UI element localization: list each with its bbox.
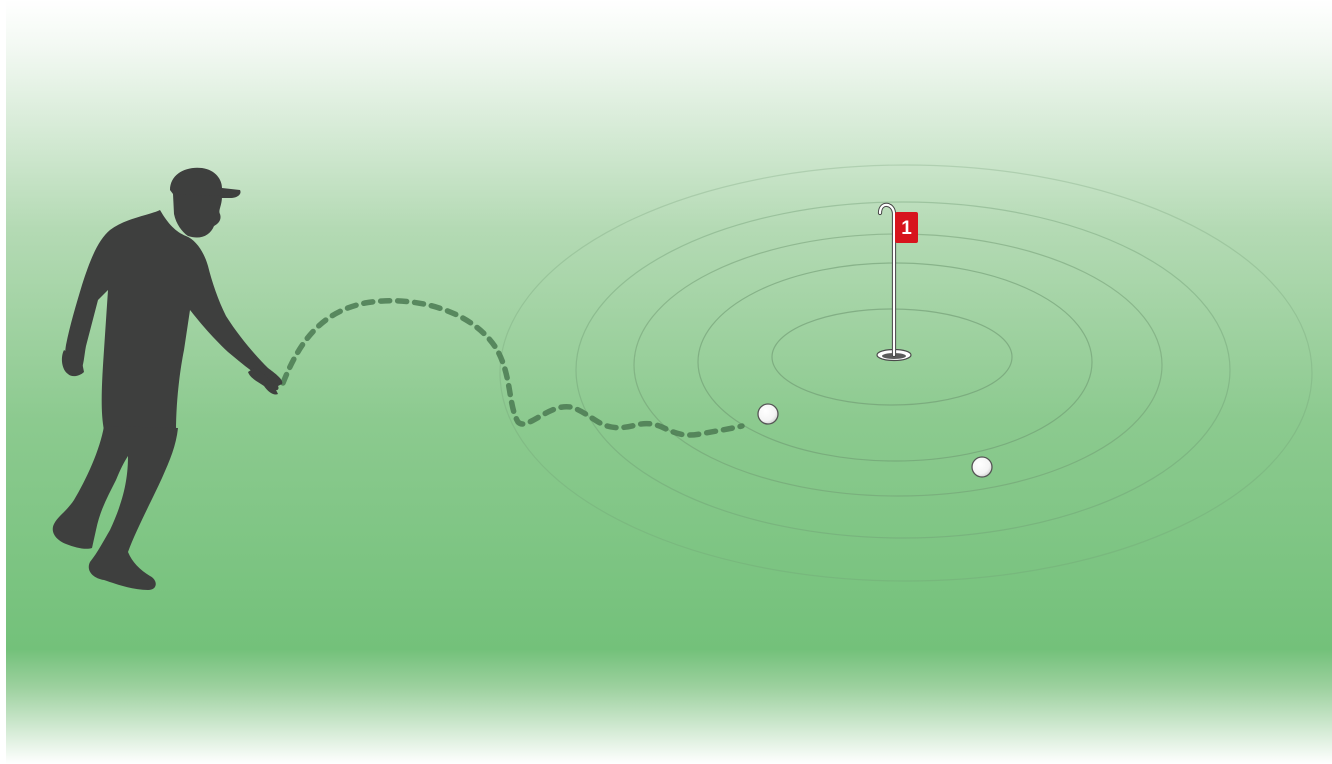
golf-ball (972, 457, 992, 477)
golf-ball (758, 404, 778, 424)
flag-number: 1 (901, 218, 912, 239)
grass-background (6, 0, 1332, 764)
